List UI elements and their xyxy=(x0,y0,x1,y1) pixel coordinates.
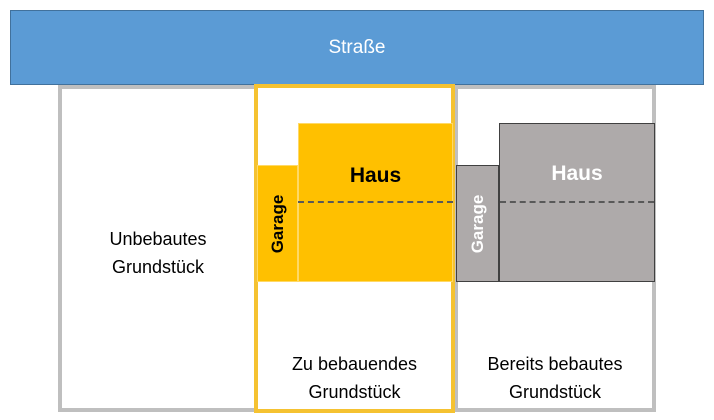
label-line: Unbebautes xyxy=(109,229,207,249)
planned-garage: Garage xyxy=(257,165,298,282)
street-label: Straße xyxy=(328,36,386,58)
label-line: Bereits bebautes xyxy=(487,354,623,374)
planned-house-label: Haus xyxy=(349,164,402,187)
existing-garage-label: Garage xyxy=(467,194,487,253)
label-line: Grundstück xyxy=(508,382,602,402)
planned-garage-label: Garage xyxy=(267,194,287,253)
ridge-line-planned xyxy=(298,201,453,203)
lot-built-label: Bereits bebautes Grundstück xyxy=(458,350,652,406)
lot-unbuilt-label: Unbebautes Grundstück xyxy=(62,225,254,281)
street: Straße xyxy=(10,10,704,85)
lot-unbuilt: Unbebautes Grundstück xyxy=(58,85,258,412)
label-line: Grundstück xyxy=(308,382,401,402)
lot-to-build: Zu bebauendes Grundstück xyxy=(254,84,455,413)
label-line: Grundstück xyxy=(111,257,205,277)
existing-house-label: Haus xyxy=(551,162,603,185)
lot-to-build-label: Zu bebauendes Grundstück xyxy=(258,350,451,406)
existing-garage: Garage xyxy=(456,165,499,282)
ridge-line-existing xyxy=(500,201,654,203)
label-line: Zu bebauendes xyxy=(291,354,418,374)
